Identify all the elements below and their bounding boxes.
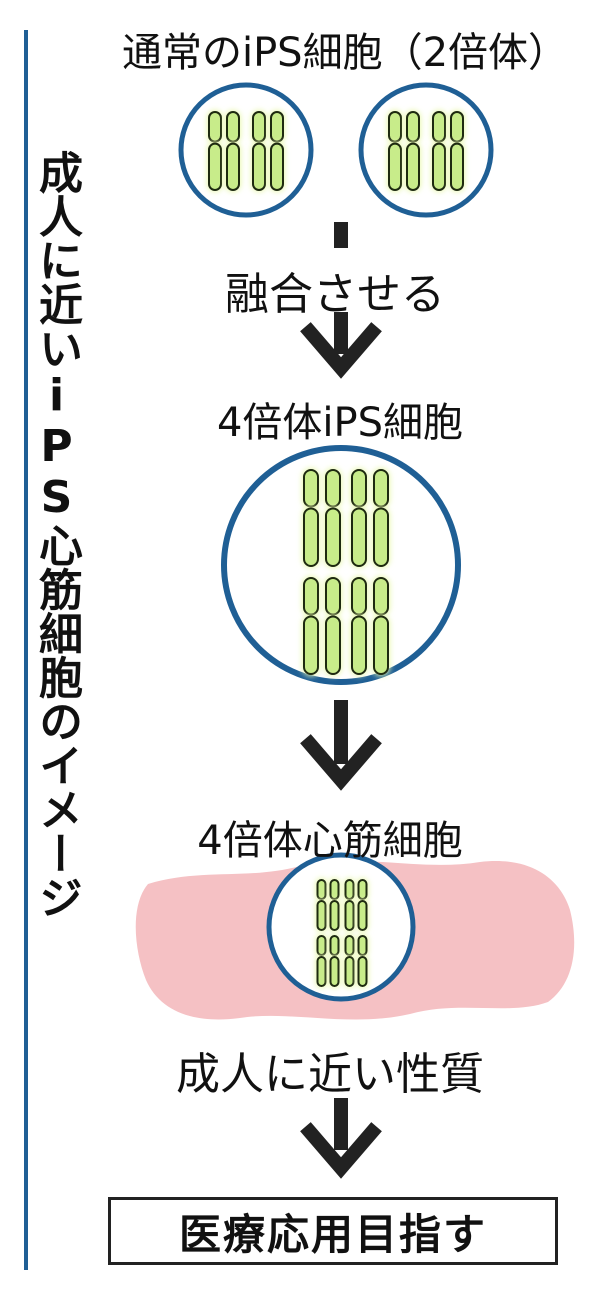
normal-ips-cell-right [358, 82, 494, 218]
chromosome [328, 934, 341, 988]
diagram-title: 成人に近いiPS心筋細胞のイメージ [31, 150, 82, 919]
goal-box: 医療応用目指す [108, 1197, 558, 1265]
chromosome [328, 878, 341, 932]
chromosomes [207, 110, 465, 988]
chromosome [405, 110, 421, 192]
chromosome [372, 576, 390, 676]
tetraploid-ips-label: 4倍体iPS細胞 [216, 400, 464, 446]
fuse-bar [334, 222, 348, 248]
chromosome [350, 576, 368, 676]
chromosome [356, 878, 369, 932]
chromosome [315, 934, 328, 988]
chromosome [302, 576, 320, 676]
normal-ips-label: 通常のiPS細胞（2倍体） [121, 30, 569, 76]
chromosome [251, 110, 267, 192]
chromosome [350, 468, 368, 568]
chromosome [324, 576, 342, 676]
chromosome [324, 468, 342, 568]
chromosome [387, 110, 403, 192]
chromosome [269, 110, 285, 192]
chromosome [302, 468, 320, 568]
fuse-label: 融合させる [225, 269, 445, 320]
chromosome [207, 110, 223, 192]
chromosome [431, 110, 447, 192]
chromosome [343, 934, 356, 988]
chromosome [315, 878, 328, 932]
chromosome [225, 110, 241, 192]
adult-like-label: 成人に近い性質 [176, 1049, 484, 1100]
tetraploid-cardiomyocyte-cell [266, 852, 416, 1002]
arrow-1 [300, 312, 382, 379]
arrow-3 [300, 1098, 382, 1179]
tetraploid-cardiomyocyte-label: 4倍体心筋細胞 [197, 818, 463, 864]
chromosome [449, 110, 465, 192]
chromosome [356, 934, 369, 988]
chromosome [372, 468, 390, 568]
arrow-2 [300, 700, 382, 791]
normal-ips-cell-left [178, 82, 314, 218]
tetraploid-ips-cell [221, 445, 461, 685]
chromosome [343, 878, 356, 932]
